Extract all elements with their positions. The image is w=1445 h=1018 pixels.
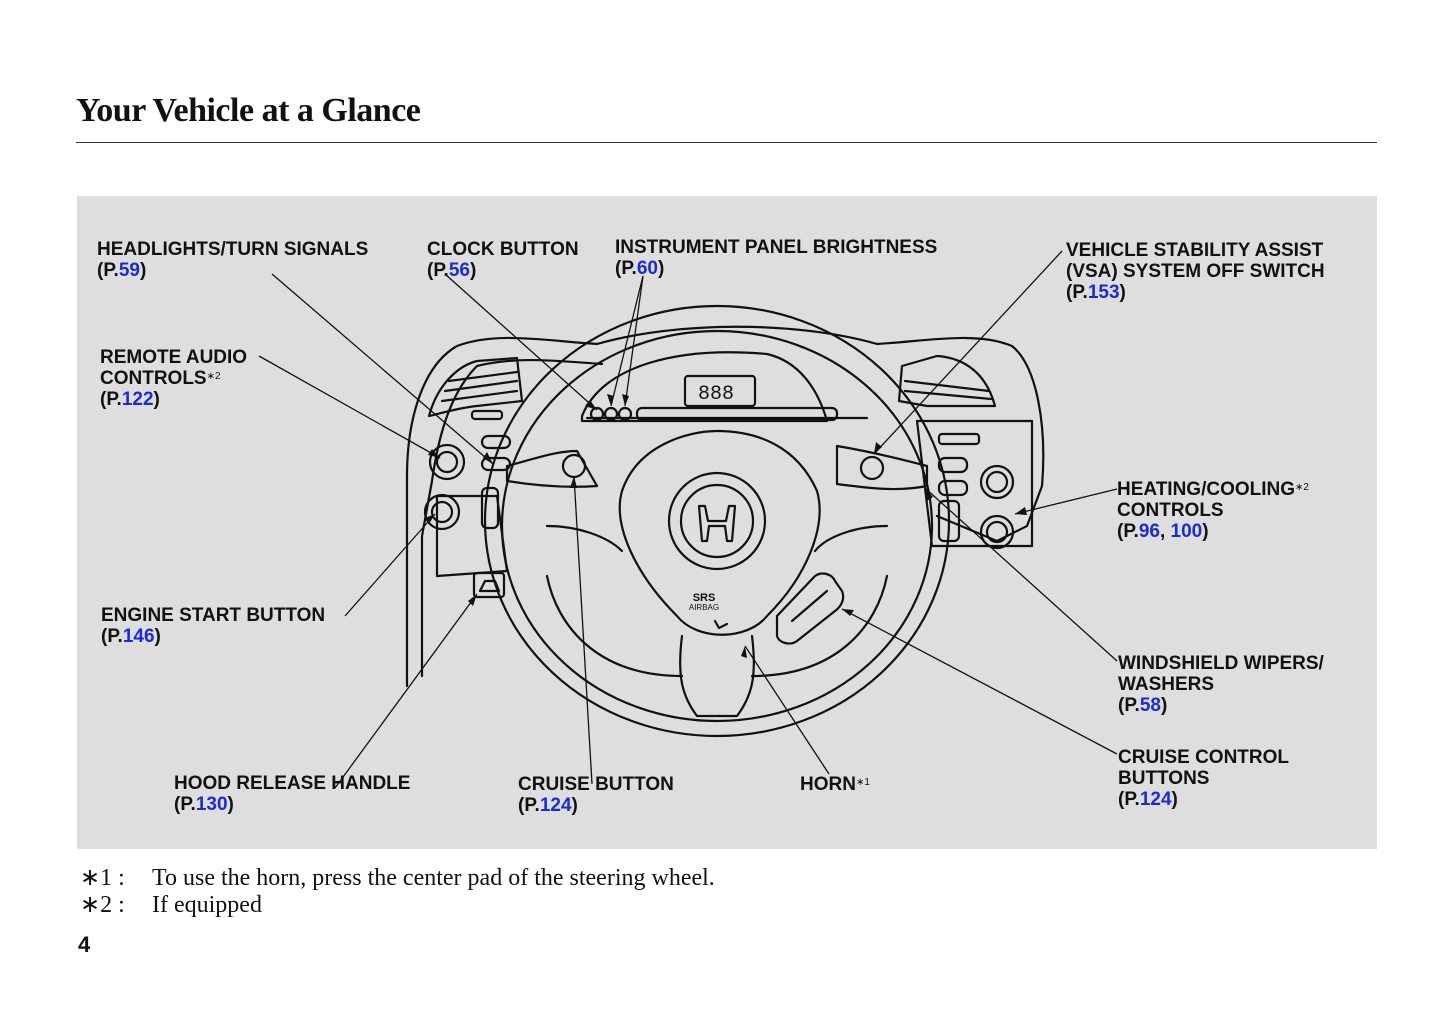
cruise-control-buttons	[775, 572, 845, 645]
callout-brightness[interactable]: INSTRUMENT PANEL BRIGHTNESS (P.60)	[615, 237, 938, 279]
steering-wheel-rim	[483, 304, 951, 738]
footnote-2: ∗2 : If equipped	[80, 890, 262, 919]
page-ref-146[interactable]: 146	[122, 626, 155, 647]
callout-vsa-line1: VEHICLE STABILITY ASSIST	[1066, 240, 1324, 261]
callout-vsa-line2: (VSA) SYSTEM OFF SWITCH	[1066, 261, 1325, 282]
footnote-ref-2: ∗2	[206, 371, 221, 382]
right-stalk	[835, 444, 929, 491]
callout-engine-start[interactable]: ENGINE START BUTTON (P.146)	[101, 605, 326, 647]
callout-wipers-line2: WASHERS	[1118, 674, 1215, 695]
callout-hood-label: HOOD RELEASE HANDLE	[174, 773, 411, 794]
callout-hood-release[interactable]: HOOD RELEASE HANDLE (P.130)	[174, 773, 411, 815]
page-ref-122[interactable]: 122	[121, 389, 154, 410]
airbag-label: AIRBAG	[689, 603, 719, 612]
diagram-panel	[77, 196, 1377, 849]
hood-release	[472, 571, 506, 599]
left-stalk	[505, 449, 599, 488]
footnote-2-text: If equipped	[152, 892, 262, 918]
footnote-1: ∗1 : To use the horn, press the center pa…	[80, 863, 715, 892]
cluster-display: 888	[698, 383, 734, 406]
footnote-2-mark: ∗2 :	[80, 892, 125, 918]
airbag-hub	[618, 429, 821, 636]
callout-vsa[interactable]: VEHICLE STABILITY ASSIST (VSA) SYSTEM OF…	[1066, 240, 1325, 303]
page-title: Your Vehicle at a Glance	[76, 92, 421, 129]
page-ref-60[interactable]: 60	[636, 258, 658, 279]
callout-horn: HORN∗1	[800, 774, 870, 795]
page-ref-96[interactable]: 96	[1138, 521, 1160, 542]
callout-headlights-label: HEADLIGHTS/TURN SIGNALS	[97, 239, 369, 260]
callout-heating-line2: CONTROLS	[1117, 500, 1224, 521]
page-ref-130[interactable]: 130	[195, 794, 228, 815]
instrument-cluster	[580, 351, 829, 423]
page-ref-153[interactable]: 153	[1087, 282, 1120, 303]
steering-wheel-diagram: 888 SRS AIRBAG	[258, 250, 1118, 789]
honda-logo	[697, 504, 737, 543]
callout-brightness-label: INSTRUMENT PANEL BRIGHTNESS	[615, 237, 938, 258]
callout-remote-audio[interactable]: REMOTE AUDIO CONTROLS∗2 (P.122)	[100, 347, 248, 410]
callout-cruise-control-line2: BUTTONS	[1118, 768, 1210, 789]
footnote-ref-1: ∗1	[855, 777, 870, 788]
callout-engine-label: ENGINE START BUTTON	[101, 605, 326, 626]
page-number: 4	[78, 932, 91, 957]
srs-label: SRS	[693, 592, 716, 604]
left-vent	[427, 356, 524, 418]
page-ref-59[interactable]: 59	[118, 260, 140, 281]
engine-start-knob	[423, 493, 461, 531]
right-vent	[897, 354, 997, 408]
callout-heating-line1: HEATING/COOLING	[1117, 479, 1296, 500]
callout-headlights[interactable]: HEADLIGHTS/TURN SIGNALS (P.59)	[97, 239, 369, 281]
callout-clock[interactable]: CLOCK BUTTON (P.56)	[427, 239, 579, 281]
callout-clock-label: CLOCK BUTTON	[427, 239, 579, 260]
callout-wipers-line1: WINDSHIELD WIPERS/	[1118, 653, 1324, 674]
callout-audio-line2: CONTROLS	[100, 368, 207, 389]
page-ref-56[interactable]: 56	[448, 260, 470, 281]
page-ref-58[interactable]: 58	[1139, 695, 1161, 716]
callout-cruise-button-label: CRUISE BUTTON	[518, 774, 674, 795]
remote-audio-knob	[428, 443, 466, 481]
page-ref-124[interactable]: 124	[539, 795, 572, 816]
callout-cruise-control-line1: CRUISE CONTROL	[1118, 747, 1289, 768]
page-ref-100[interactable]: 100	[1170, 521, 1203, 542]
callout-wipers[interactable]: WINDSHIELD WIPERS/ WASHERS (P.58)	[1118, 653, 1324, 716]
callout-audio-line1: REMOTE AUDIO	[100, 347, 248, 368]
callout-horn-label: HORN	[800, 774, 856, 795]
callout-cruise-control[interactable]: CRUISE CONTROL BUTTONS (P.124)	[1118, 747, 1289, 810]
callout-cruise-button[interactable]: CRUISE BUTTON (P.124)	[518, 774, 674, 816]
footnote-ref-2: ∗2	[1295, 482, 1309, 493]
footnote-1-text: To use the horn, press the center pad of…	[152, 865, 715, 891]
dashboard-outline	[405, 325, 1045, 688]
page-ref-124[interactable]: 124	[1139, 789, 1172, 810]
callout-heating[interactable]: HEATING/COOLING∗2 CONTROLS (P.96, 100)	[1117, 479, 1309, 542]
footnote-1-mark: ∗1 :	[80, 865, 125, 891]
title-rule	[76, 142, 1377, 143]
